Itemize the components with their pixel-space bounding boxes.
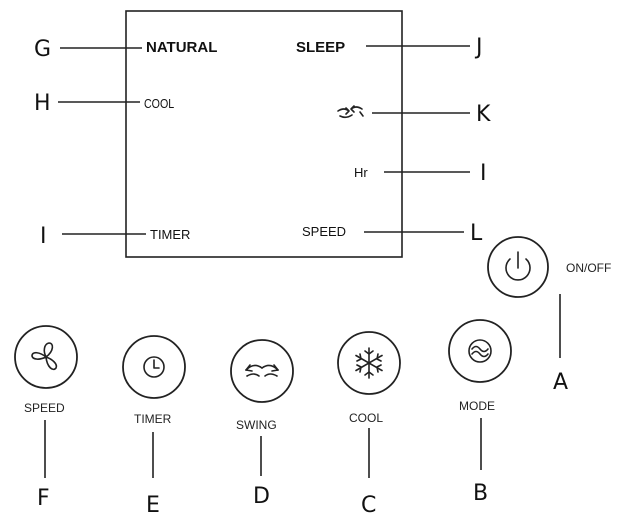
cool-button-label: COOL [349,411,383,425]
display-label-sleep: SLEEP [296,39,345,56]
display-label-timer: TIMER [150,227,190,242]
fan-icon [31,342,58,371]
power-icon [505,251,531,281]
callout-letter-f: F [37,486,50,511]
power-button[interactable] [487,236,549,298]
speed-button[interactable] [14,325,78,389]
swing-button[interactable] [230,339,294,403]
mode-button-label: MODE [459,399,495,413]
callout-letter-d: D [253,484,270,509]
display-label-natural: NATURAL [146,39,217,56]
callout-letter-a: A [553,370,568,395]
display-panel [125,10,403,258]
callout-letter-l: L [470,221,483,246]
callout-letter-j: J [474,35,483,60]
callout-letter-h: H [34,91,51,116]
speed-button-label: SPEED [24,401,65,415]
callout-letter-e: E [146,493,160,518]
timer-button-label: TIMER [134,412,172,426]
snowflake-icon [355,347,383,379]
display-label-hr: Hr [354,165,368,180]
mode-icon [468,339,492,363]
callout-letter-i-timer: I [40,224,47,249]
display-label-cool: COOL [144,96,175,111]
callout-letter-g: G [34,37,51,62]
cool-button[interactable] [337,331,401,395]
swing-button-label: SWING [236,418,277,432]
callout-letter-i-hr: I [480,161,487,186]
callout-letter-b: B [473,481,488,506]
display-label-speed: SPEED [302,224,346,239]
power-button-label: ON/OFF [566,261,611,275]
swing-indicator-icon [337,105,364,119]
clock-icon [143,356,165,378]
mode-button[interactable] [448,319,512,383]
callout-letter-k: K [476,102,491,127]
swing-arrows-icon [245,364,279,377]
timer-button[interactable] [122,335,186,399]
callout-letter-c: C [361,493,376,518]
